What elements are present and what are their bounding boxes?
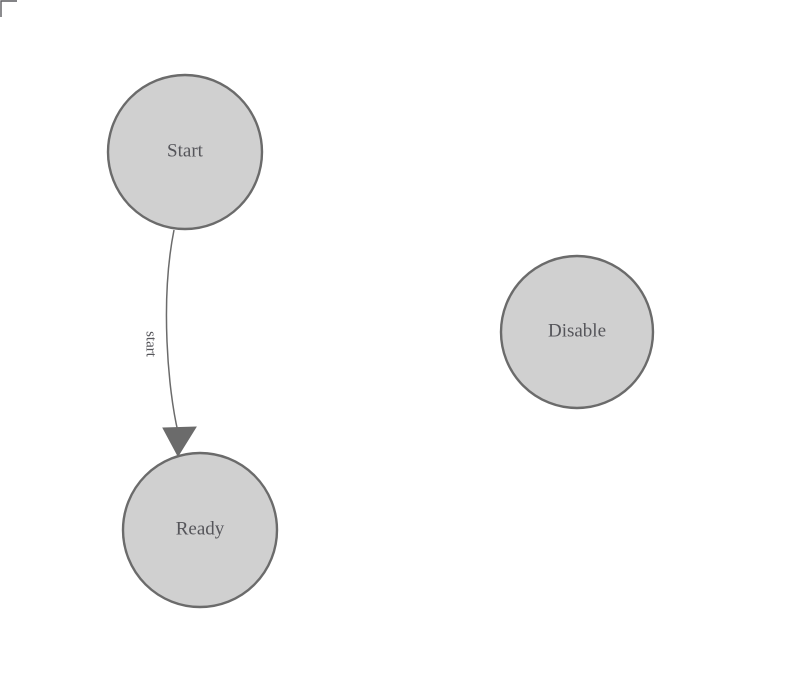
node-disable-circle[interactable] [499,254,655,410]
node-start[interactable]: Start [106,73,264,231]
edge-label-start: start [143,331,159,358]
node-start-label: Start [167,140,204,161]
node-ready[interactable]: Ready [121,451,279,609]
node-start-circle[interactable] [106,73,264,231]
edge-line [165,229,179,433]
node-disable[interactable]: Disable [499,254,655,410]
crop-corner-bracket-icon [0,0,17,17]
edge-arrowhead-icon [162,426,197,457]
node-ready-circle[interactable] [121,451,279,609]
node-ready-label: Ready [176,518,225,539]
node-disable-label: Disable [548,320,606,341]
edge-start-to-ready[interactable]: start [143,229,197,457]
